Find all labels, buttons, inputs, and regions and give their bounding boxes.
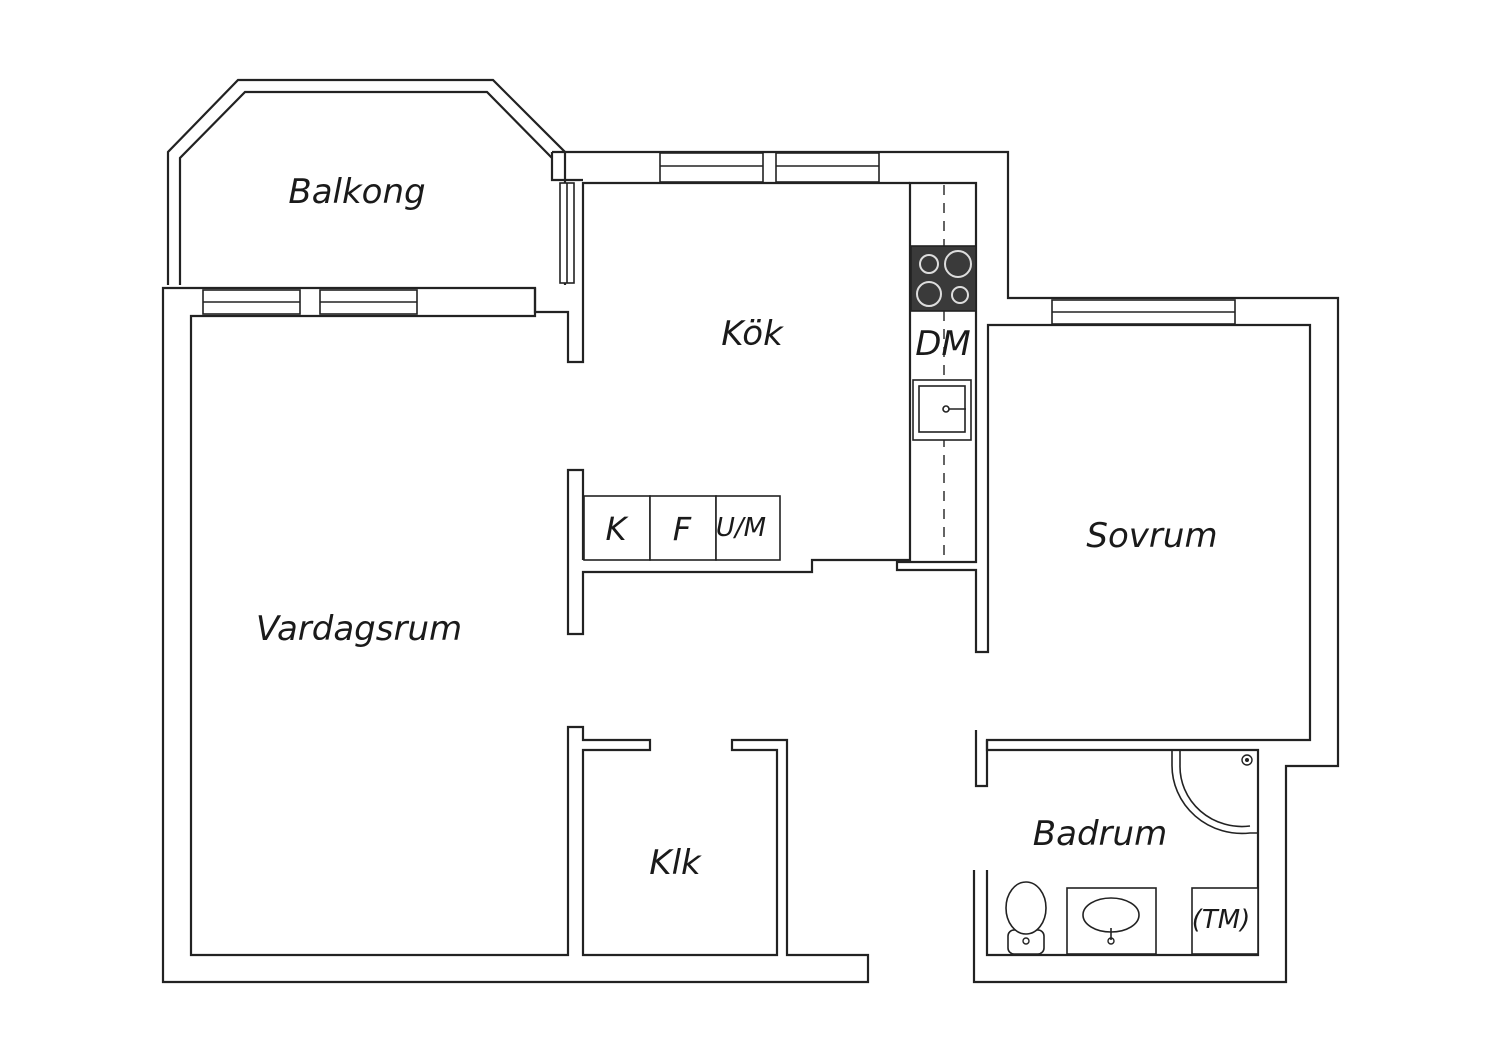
windows	[202, 152, 1236, 325]
balcony	[166, 78, 567, 285]
toilet-icon	[1005, 881, 1047, 955]
washbasin-icon	[1066, 887, 1157, 955]
shower-icon	[1171, 750, 1258, 835]
living-room-walls	[161, 150, 1340, 984]
room-label-kok: Kök	[721, 314, 784, 354]
room-label-balkong: Balkong	[288, 172, 425, 212]
room-label-klk: Klk	[649, 843, 702, 883]
appliances	[583, 495, 781, 561]
room-label-vardagsrum: Vardagsrum	[256, 609, 462, 649]
sink-icon	[912, 379, 972, 441]
tm-box	[1191, 887, 1259, 955]
room-label-badrum: Badrum	[1033, 814, 1167, 854]
room-label-sovrum: Sovrum	[1086, 516, 1217, 556]
stove-icon	[910, 245, 977, 312]
appliance-label-um: U/M	[716, 513, 766, 543]
appliance-label-k: K	[606, 510, 630, 548]
kitchen-counter	[910, 185, 977, 560]
room-label-tm: (TM)	[1192, 905, 1251, 935]
bathroom-fixtures	[1005, 750, 1259, 955]
appliance-label-f: F	[673, 510, 692, 548]
room-label-dm: DM	[915, 324, 971, 364]
